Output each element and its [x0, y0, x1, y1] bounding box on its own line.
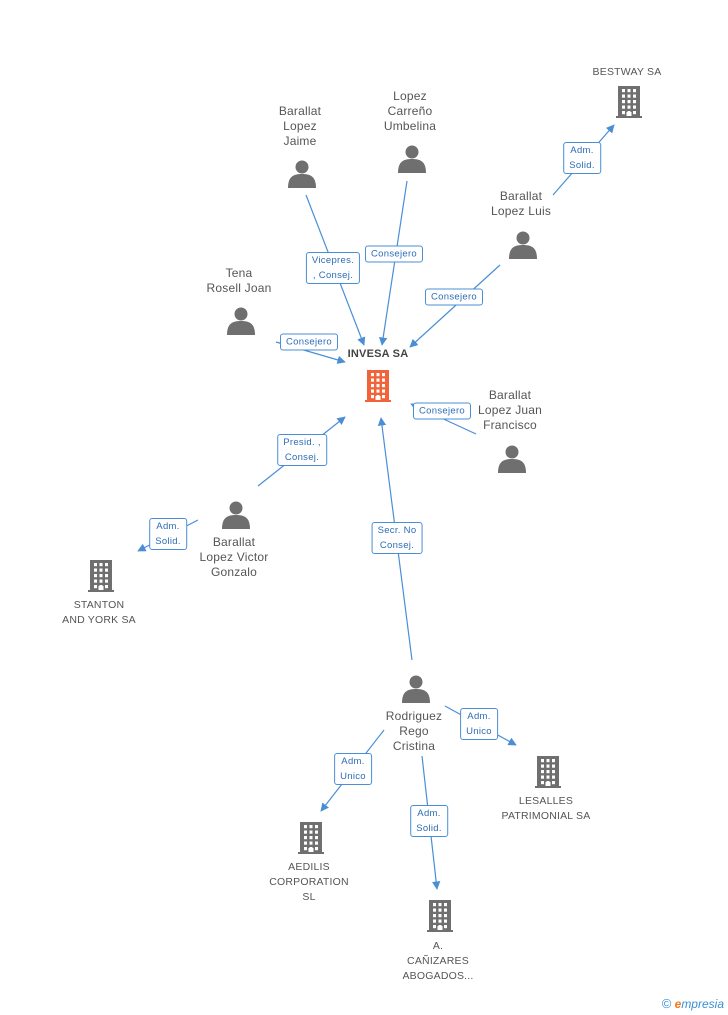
- person-icon[interactable]: [402, 675, 430, 704]
- nodes-layer: [88, 86, 642, 932]
- node-label-canizares[interactable]: A. CAÑIZARES ABOGADOS...: [402, 940, 474, 982]
- person-icon[interactable]: [222, 501, 250, 530]
- edge-lopez_carreno-to-invesa: [378, 180, 408, 346]
- edge-label-barrallat_luis-to-bestway[interactable]: Adm. Solid.: [563, 142, 601, 174]
- building-icon[interactable]: [298, 822, 324, 854]
- edge-label-barrallat_victor-to-stanton[interactable]: Adm. Solid.: [149, 518, 187, 550]
- building-icon[interactable]: [427, 900, 453, 932]
- brand-logo-initial: e: [674, 997, 682, 1011]
- person-icon[interactable]: [398, 145, 426, 174]
- brand-footer[interactable]: © empresia: [662, 996, 724, 1011]
- building-icon[interactable]: [88, 560, 114, 592]
- node-label-aedilis[interactable]: AEDILIS CORPORATION SL: [269, 861, 349, 903]
- edge-label-rodriguez-to-invesa[interactable]: Secr. No Consej.: [371, 522, 423, 554]
- node-label-invesa[interactable]: INVESA SA: [347, 348, 409, 360]
- main-company-building-icon[interactable]: [365, 370, 391, 402]
- node-label-barrallat_victor[interactable]: Barallat Lopez Victor Gonzalo: [199, 535, 269, 579]
- brand-logo-text: mpresia: [681, 997, 724, 1011]
- node-label-lesalles[interactable]: LESALLES PATRIMONIAL SA: [501, 795, 591, 822]
- person-icon[interactable]: [227, 307, 255, 336]
- edge-label-barrallat_luis-to-invesa[interactable]: Consejero: [424, 288, 484, 306]
- node-label-barrallat_jaime[interactable]: Barallat Lopez Jaime: [278, 104, 322, 148]
- building-icon[interactable]: [535, 756, 561, 788]
- edge-barrallat_luis-to-invesa: [409, 264, 501, 348]
- edge-label-rodriguez-to-lesalles[interactable]: Adm. Unico: [460, 708, 498, 740]
- edge-label-tena-to-invesa[interactable]: Consejero: [279, 333, 339, 351]
- node-label-barrallat_luis[interactable]: Barallat Lopez Luis: [490, 189, 552, 218]
- edge-label-lopez_carreno-to-invesa[interactable]: Consejero: [364, 245, 424, 263]
- node-label-stanton[interactable]: STANTON AND YORK SA: [62, 599, 136, 626]
- node-label-barrallat_juan[interactable]: Barallat Lopez Juan Francisco: [477, 388, 543, 432]
- edge-label-rodriguez-to-aedilis[interactable]: Adm. Unico: [334, 753, 372, 785]
- edge-label-barrallat_jaime-to-invesa[interactable]: Vicepres. , Consej.: [305, 252, 361, 284]
- person-icon[interactable]: [288, 160, 316, 189]
- edge-label-barrallat_juan-to-invesa[interactable]: Consejero: [412, 402, 472, 420]
- node-label-rodriguez[interactable]: Rodriguez Rego Cristina: [385, 709, 443, 753]
- node-label-bestway[interactable]: BESTWAY SA: [592, 66, 662, 78]
- person-icon[interactable]: [509, 231, 537, 260]
- node-label-lopez_carreno[interactable]: Lopez Carreño Umbelina: [383, 89, 437, 133]
- copyright-icon: ©: [661, 996, 672, 1011]
- edge-label-barrallat_victor-to-invesa[interactable]: Presid. , Consej.: [277, 434, 327, 466]
- node-label-tena[interactable]: Tena Rosell Joan: [206, 266, 272, 295]
- building-icon[interactable]: [616, 86, 642, 118]
- edge-label-rodriguez-to-canizares[interactable]: Adm. Solid.: [410, 805, 448, 837]
- person-icon[interactable]: [498, 445, 526, 474]
